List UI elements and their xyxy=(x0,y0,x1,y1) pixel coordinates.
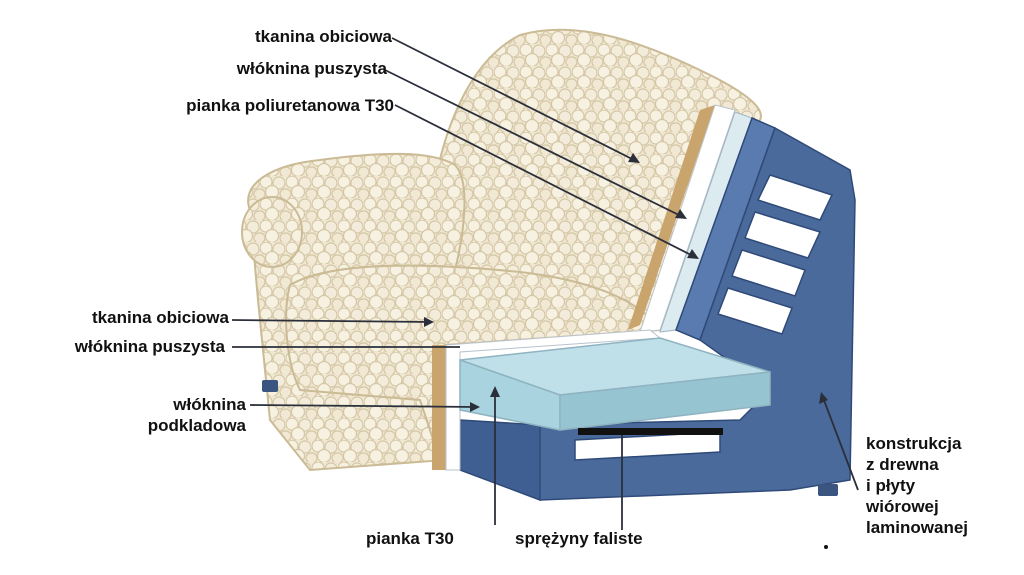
frame-slat-opening xyxy=(744,211,822,259)
frame-slat-opening xyxy=(731,249,806,297)
label-frame-line3: i płyty xyxy=(866,476,916,495)
leader-back-fleece xyxy=(384,69,686,219)
label-frame-line5: laminowanej xyxy=(866,518,969,537)
stray-dot xyxy=(824,545,828,549)
label-foam-t30: pianka T30 xyxy=(366,529,454,548)
leader-seat-fabric xyxy=(231,319,433,323)
label-back-foam: pianka poliuretanowa T30 xyxy=(186,96,394,115)
arrowhead xyxy=(628,153,640,163)
label-frame-line2: z drewna xyxy=(866,455,939,474)
label-underlay-line2: podkladowa xyxy=(147,416,246,435)
springs-bar xyxy=(578,428,723,435)
seat-fleece-layer xyxy=(445,329,662,471)
arrowhead xyxy=(424,317,434,327)
foot-right xyxy=(818,484,838,496)
leader-lines xyxy=(231,37,859,530)
label-seat-fleece: włóknina puszysta xyxy=(74,337,225,356)
seat-foam-side xyxy=(559,371,771,431)
frame-seat-rail xyxy=(459,419,541,502)
arrowhead xyxy=(819,392,828,404)
seat-upholstery xyxy=(285,264,662,461)
back-fleece-layer xyxy=(639,104,736,333)
label-frame-line4: wiórowej xyxy=(866,497,939,516)
foot-left xyxy=(262,380,278,392)
label-springs: sprężyny faliste xyxy=(515,529,643,548)
label-back-fleece: włóknina puszysta xyxy=(236,59,387,78)
frame-slat-opening xyxy=(717,287,793,335)
leader-back-foam xyxy=(394,104,698,259)
label-frame-line1: konstrukcja xyxy=(866,434,962,453)
leader-back-fabric xyxy=(391,37,639,163)
leader-underlay xyxy=(249,404,479,408)
arrowhead xyxy=(675,209,687,219)
leader-frame xyxy=(821,394,859,491)
armrest-roll xyxy=(241,196,303,268)
arrowhead xyxy=(687,249,699,259)
frame-slat-opening xyxy=(756,174,834,221)
arrowhead xyxy=(490,386,500,397)
label-underlay: włóknina podkladowa xyxy=(148,394,246,436)
leader-arrowheads xyxy=(424,153,828,412)
label-underlay-line1: włóknina xyxy=(173,395,246,414)
arrowhead xyxy=(470,402,480,412)
label-seat-fabric: tkanina obiciowa xyxy=(92,308,229,327)
back-underlay-edge xyxy=(628,105,715,330)
label-back-fabric: tkanina obiciowa xyxy=(255,27,392,46)
label-frame: konstrukcja z drewna i płyty wiórowej la… xyxy=(866,433,968,538)
